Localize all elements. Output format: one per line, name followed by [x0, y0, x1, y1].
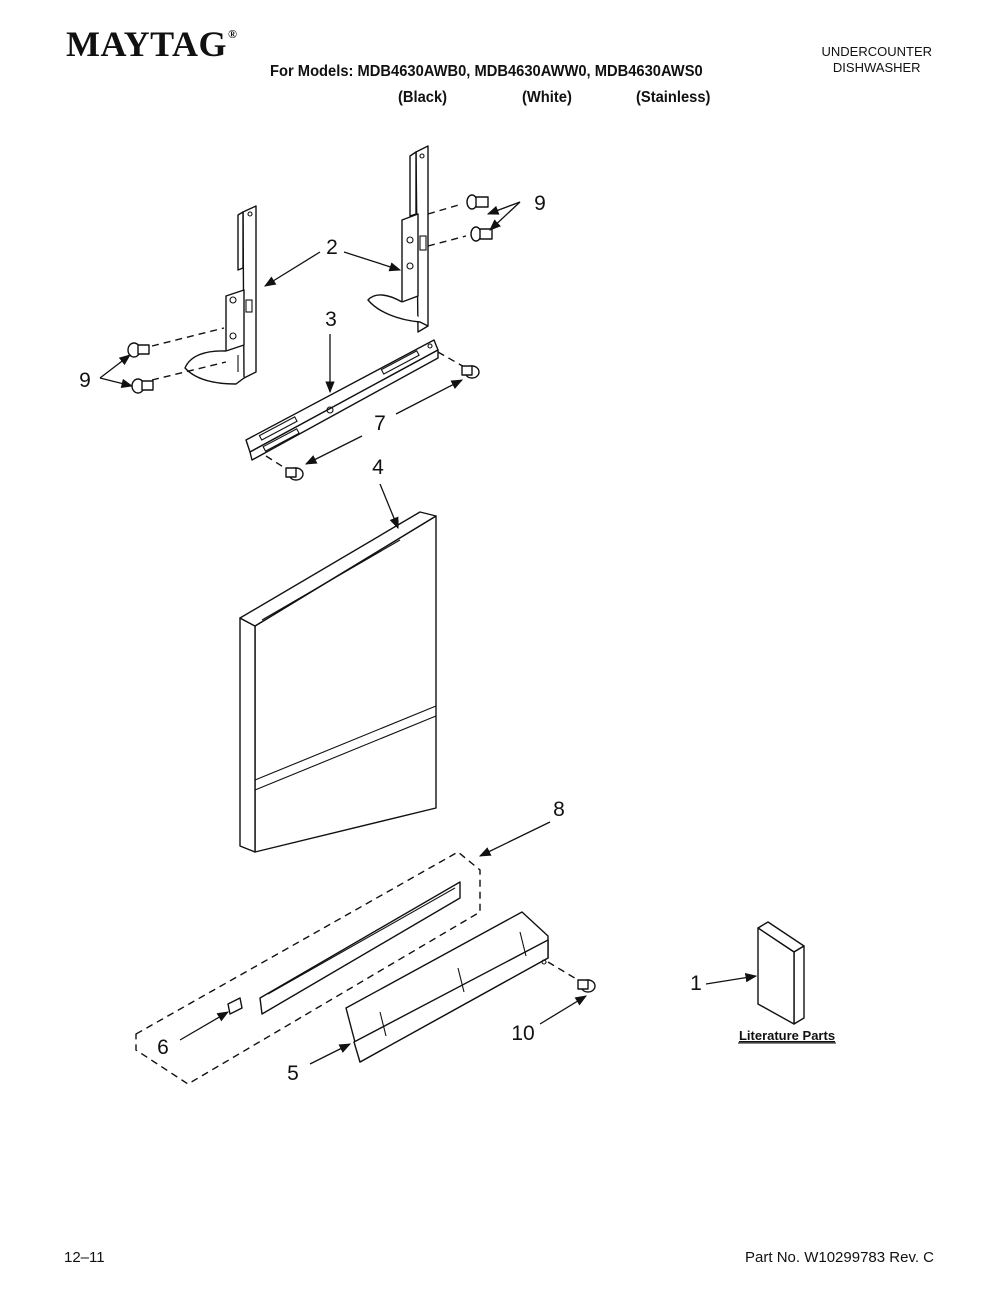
screw-rail-left: [265, 455, 304, 481]
hinge-bracket-left: [184, 205, 257, 385]
door-panel: [239, 511, 437, 853]
callout-2: 2: [326, 236, 338, 259]
product-type-line-2: DISHWASHER: [832, 59, 921, 75]
variant-stainless: (Stainless): [636, 89, 711, 106]
variant-black: (Black): [398, 89, 448, 106]
callout-8: 8: [553, 798, 565, 821]
callout-3: 3: [325, 308, 337, 331]
product-type: UNDERCOUNTER DISHWASHER: [822, 44, 933, 75]
callout-5: 5: [287, 1062, 299, 1085]
variant-white: (White): [522, 89, 572, 106]
callout-4: 4: [372, 456, 384, 479]
leader-lines: [99, 201, 758, 1065]
part-number: Part No. W10299783 Rev. C: [745, 1249, 934, 1266]
brand-logo: MAYTAG®: [66, 26, 237, 62]
door-support-rail: [245, 339, 439, 461]
screw-rail-right: [437, 351, 480, 379]
callout-9-lower: 9: [79, 369, 91, 392]
callout-6: 6: [157, 1036, 169, 1059]
literature-parts-label: Literature Parts: [739, 1028, 835, 1043]
date-code: 12–11: [64, 1249, 105, 1266]
callout-9-upper: 9: [534, 192, 546, 215]
callout-7: 7: [374, 412, 386, 435]
screw-toe-kick: [547, 961, 596, 993]
brand-name: MAYTAG: [66, 24, 228, 64]
screw-group-lower-left: [127, 327, 227, 394]
toe-kick-cover-assembly: [135, 851, 481, 1085]
hinge-bracket-right: [367, 145, 429, 333]
product-type-line-1: UNDERCOUNTER: [821, 44, 933, 59]
callout-1: 1: [690, 972, 702, 995]
screw-group-upper-right: [427, 194, 493, 247]
clip: [227, 997, 243, 1015]
literature-booklet: [757, 921, 805, 1025]
registered-mark: ®: [228, 27, 238, 41]
callout-10: 10: [511, 1022, 534, 1045]
toe-kick-bracket: [345, 911, 549, 1063]
models-line: For Models: MDB4630AWB0, MDB4630AWW0, MD…: [270, 63, 703, 80]
